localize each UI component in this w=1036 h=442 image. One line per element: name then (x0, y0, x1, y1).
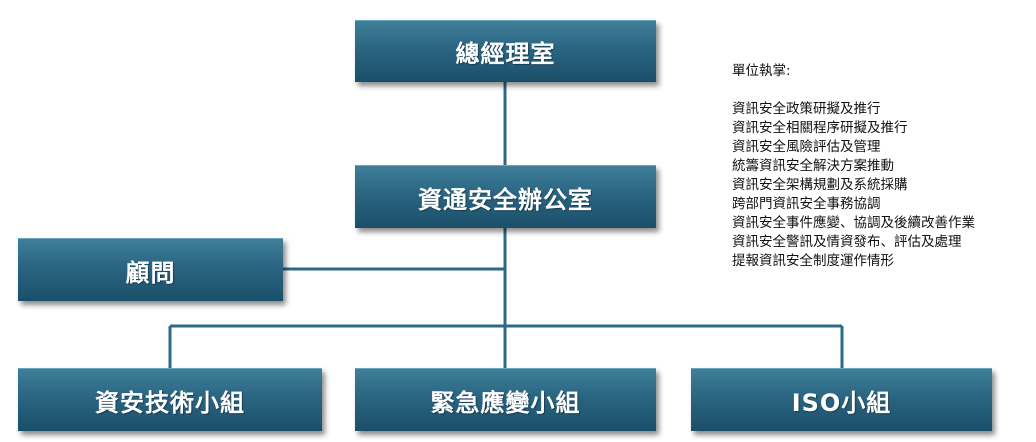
emergency-group-label: 緊急應變小組 (430, 388, 581, 417)
iso-group-box: ISO小組 (691, 368, 992, 431)
duties-list: 資訊安全政策研擬及推行 資訊安全相關程序研擬及推行 資訊安全風險評估及管理 統籌… (732, 100, 975, 271)
duty-item: 提報資訊安全制度運作情形 (732, 253, 894, 269)
duty-item: 資訊安全事件應變、協調及後續改善作業 (732, 215, 975, 231)
duty-item: 資訊安全警訊及情資發布、評估及處理 (732, 234, 962, 250)
security-office-label: 資通安全辦公室 (418, 185, 593, 214)
tech-group-box: 資安技術小組 (18, 368, 322, 431)
general-manager-box: 總經理室 (355, 20, 656, 82)
security-office-box: 資通安全辦公室 (355, 165, 656, 228)
duties-panel: 單位執掌: 資訊安全政策研擬及推行 資訊安全相關程序研擬及推行 資訊安全風險評估… (732, 62, 975, 271)
iso-group-label: ISO小組 (791, 388, 892, 417)
advisor-box: 顧問 (18, 238, 283, 301)
duty-item: 跨部門資訊安全事務協調 (732, 196, 881, 212)
emergency-group-box: 緊急應變小組 (355, 368, 656, 431)
tech-group-label: 資安技術小組 (95, 388, 245, 417)
duties-title: 單位執掌: (732, 63, 791, 79)
advisor-label: 顧問 (125, 258, 176, 287)
duty-item: 資訊安全相關程序研擬及推行 (732, 120, 908, 136)
general-manager-label: 總經理室 (455, 40, 556, 68)
duty-item: 資訊安全架構規劃及系統採購 (732, 177, 908, 193)
duty-item: 資訊安全風險評估及管理 (732, 139, 881, 155)
duty-item: 資訊安全政策研擬及推行 (732, 101, 881, 117)
duty-item: 統籌資訊安全解決方案推動 (732, 158, 894, 174)
